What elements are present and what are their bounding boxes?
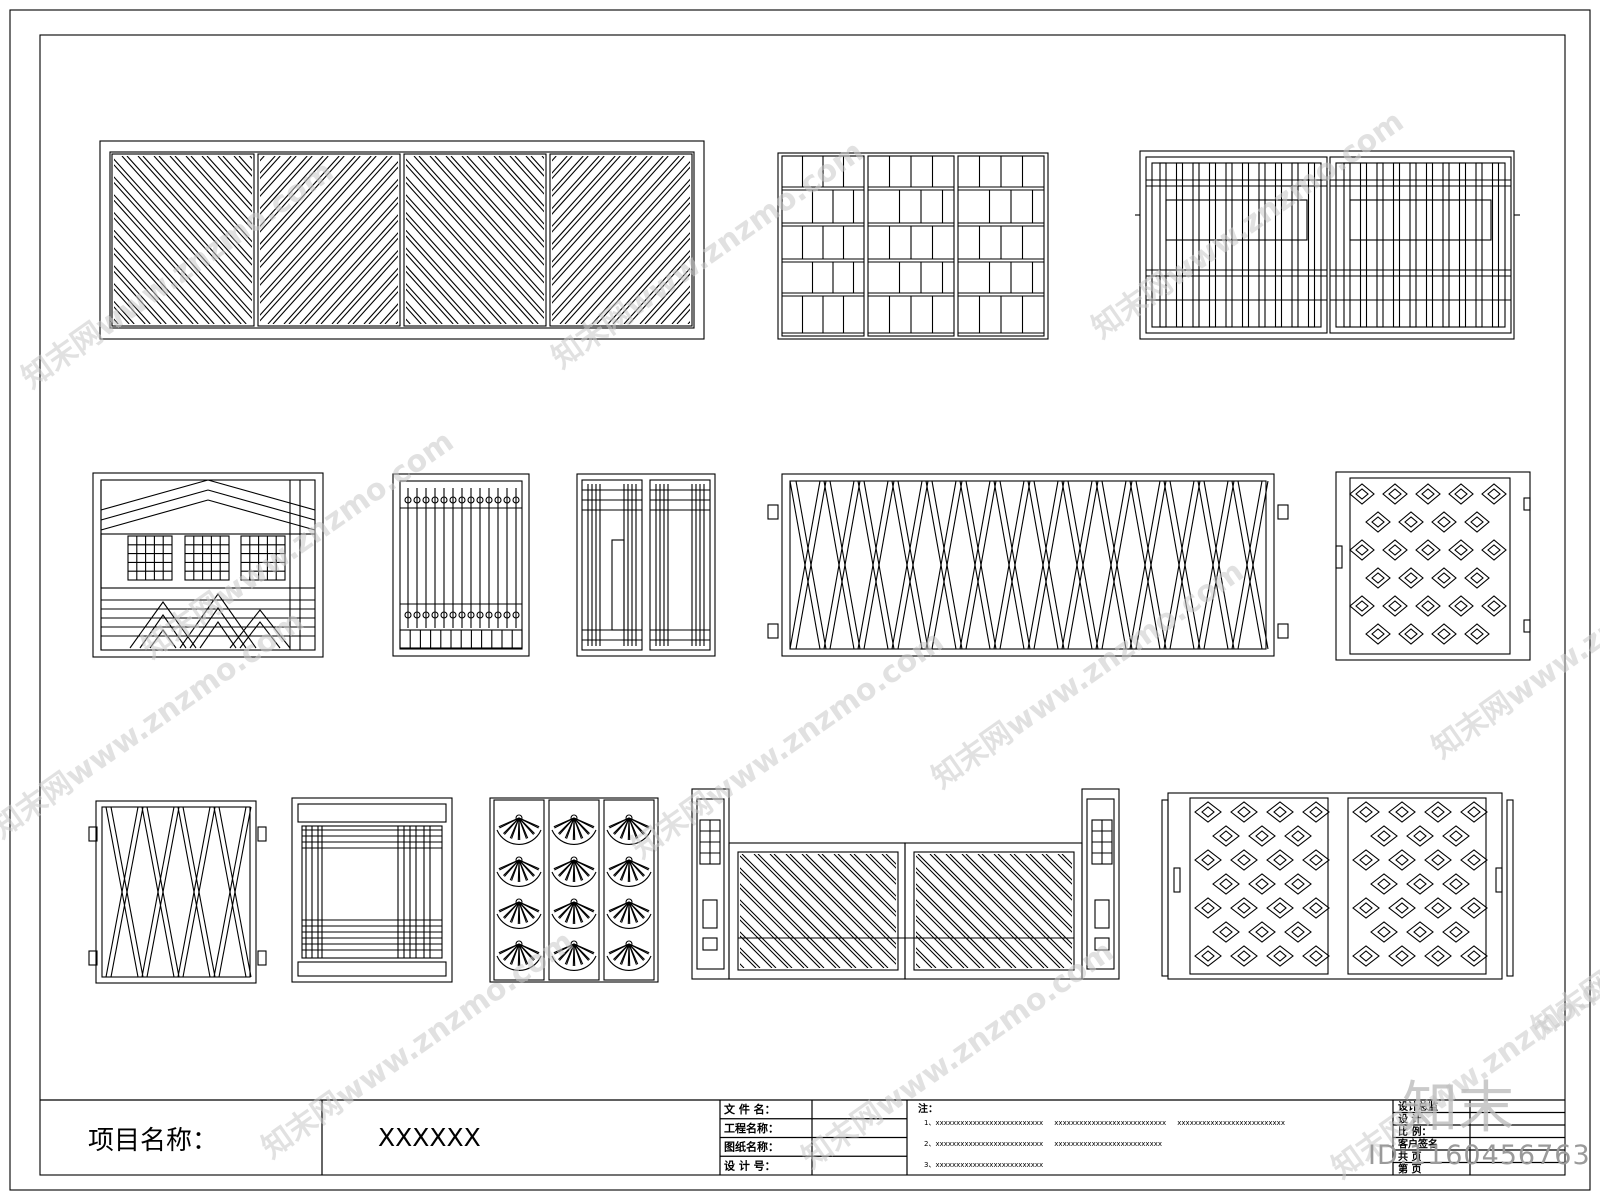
sign-row-label: 共 页 (1398, 1150, 1421, 1163)
note-line: 2、xxxxxxxxxxxxxxxxxxxxxxxxxx xxxxxxxxxxx… (924, 1140, 1162, 1148)
sign-row-label: 客户签名 (1397, 1138, 1438, 1151)
watermark-id: ID:1160456763 (1368, 1140, 1591, 1171)
gate-10-plaid (291, 797, 453, 983)
file-row-label: 图纸名称： (724, 1140, 779, 1154)
gate-4-mountain (92, 472, 324, 658)
watermark-logo: 知末 (1402, 1076, 1514, 1141)
gate-5-rings (392, 473, 530, 657)
gate-12-entrance (691, 788, 1120, 980)
note-line: 3、xxxxxxxxxxxxxxxxxxxxxxxxxx (924, 1161, 1043, 1169)
sheet-border (9, 9, 1591, 1191)
sign-row-label: 比 例： (1398, 1125, 1431, 1138)
gate-11-fans (489, 797, 659, 983)
gate-13-double-lattice (1161, 792, 1514, 980)
gate-2-grid (777, 152, 1049, 340)
sign-row-label: 设计总监 (1398, 1100, 1438, 1113)
gate-9-x-single (88, 800, 267, 984)
gate-8-lattice (1335, 471, 1531, 661)
gate-6-slats (576, 473, 716, 657)
file-row-label: 文 件 名： (724, 1102, 776, 1116)
notes-label: 注： (918, 1102, 938, 1115)
project-name-value: XXXXXX (378, 1123, 481, 1152)
project-name-label: 项目名称： (88, 1126, 218, 1156)
sign-row-label: 第 页 (1398, 1163, 1421, 1176)
note-line: 1、xxxxxxxxxxxxxxxxxxxxxxxxxx xxxxxxxxxxx… (924, 1119, 1285, 1127)
gate-7-x-pattern (767, 473, 1289, 657)
file-row-label: 工程名称： (724, 1121, 779, 1135)
sign-row-label: 设 计 (1398, 1113, 1421, 1126)
gate-3-bars (1135, 150, 1520, 340)
gate-1-diagonal (99, 140, 705, 340)
file-row-label: 设 计 号： (724, 1158, 776, 1172)
